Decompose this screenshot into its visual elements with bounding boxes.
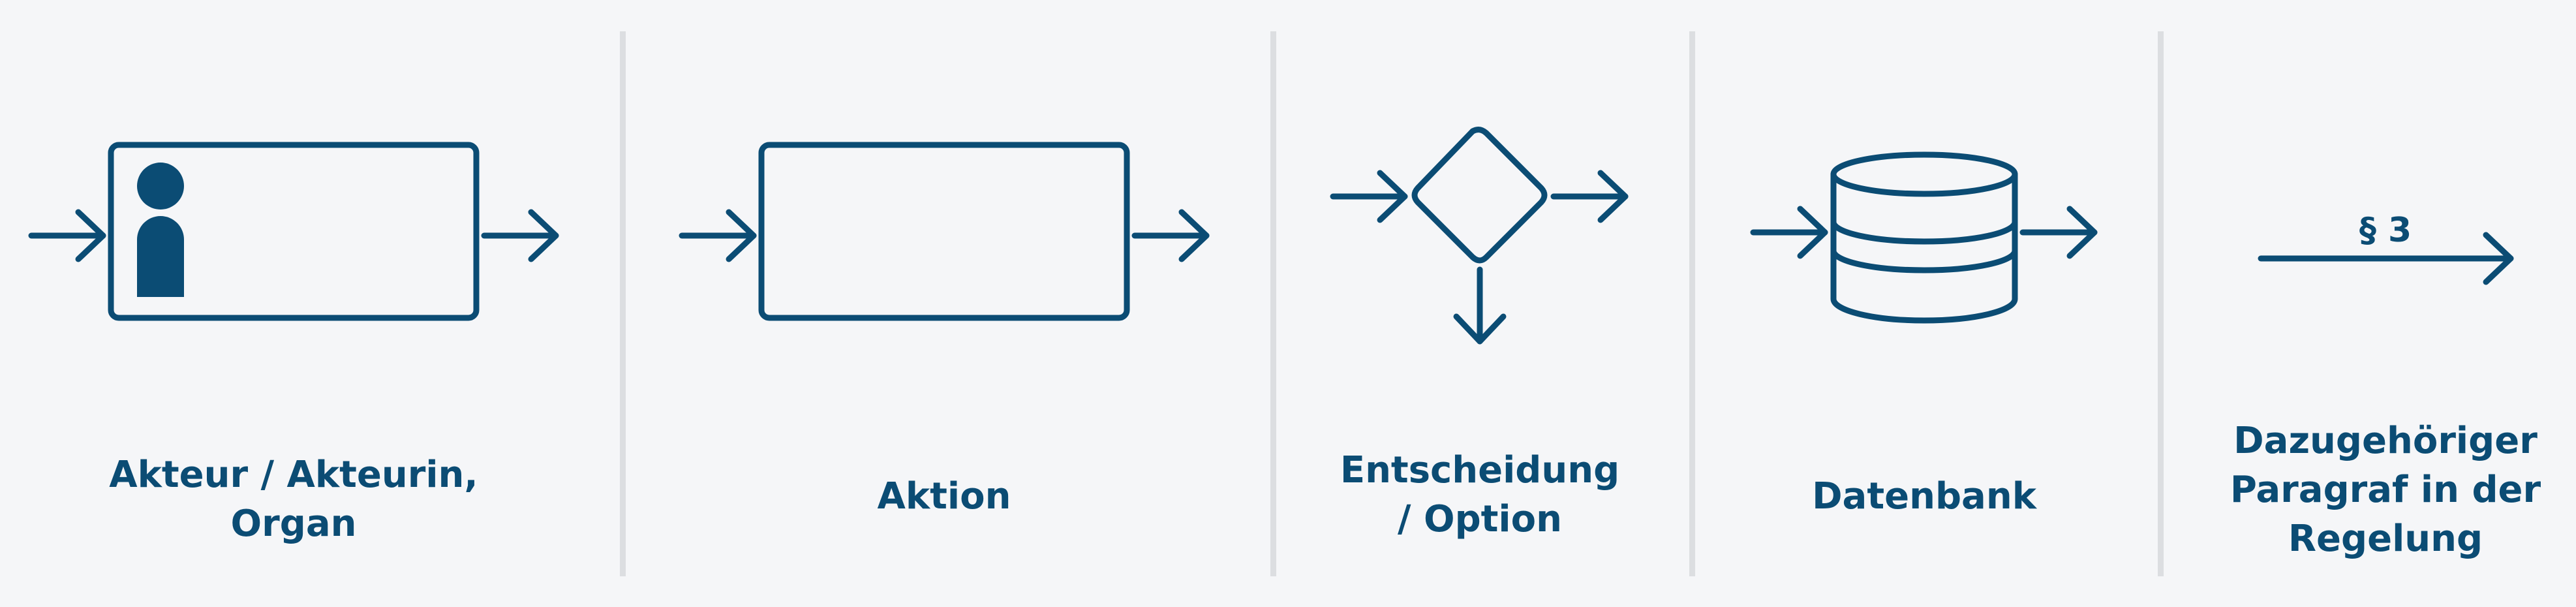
label-decision: Entscheidung / Option <box>1330 446 1630 544</box>
divider <box>620 31 626 576</box>
label-line: Datenbank <box>1812 475 2036 518</box>
divider <box>1689 31 1695 576</box>
label-paragraph: Dazugehöriger Paragraf in der Regelung <box>2216 416 2555 563</box>
label-database: Datenbank <box>1771 472 2078 521</box>
person-icon <box>137 163 184 297</box>
label-action: Aktion <box>748 472 1140 521</box>
label-line: Paragraf in der <box>2230 469 2541 511</box>
label-line: Akteur / Akteurin, <box>109 454 478 496</box>
divider <box>2158 31 2164 576</box>
actor-box-icon <box>28 142 559 321</box>
label-line: / Option <box>1398 498 1562 540</box>
label-line: Regelung <box>2288 518 2483 560</box>
divider <box>1270 31 1276 576</box>
label-line: Aktion <box>877 475 1011 518</box>
paragraph-arrow-icon <box>2258 232 2514 285</box>
label-line: Organ <box>230 503 357 545</box>
label-actor: Akteur / Akteurin, Organ <box>98 450 489 548</box>
label-line: Entscheidung <box>1340 449 1620 491</box>
database-icon <box>1750 151 2098 324</box>
label-line: Dazugehöriger <box>2233 420 2538 462</box>
decision-diamond-icon <box>1330 127 1629 345</box>
action-box-icon <box>679 142 1210 321</box>
paragraph-reference: § 3 <box>2359 211 2412 250</box>
